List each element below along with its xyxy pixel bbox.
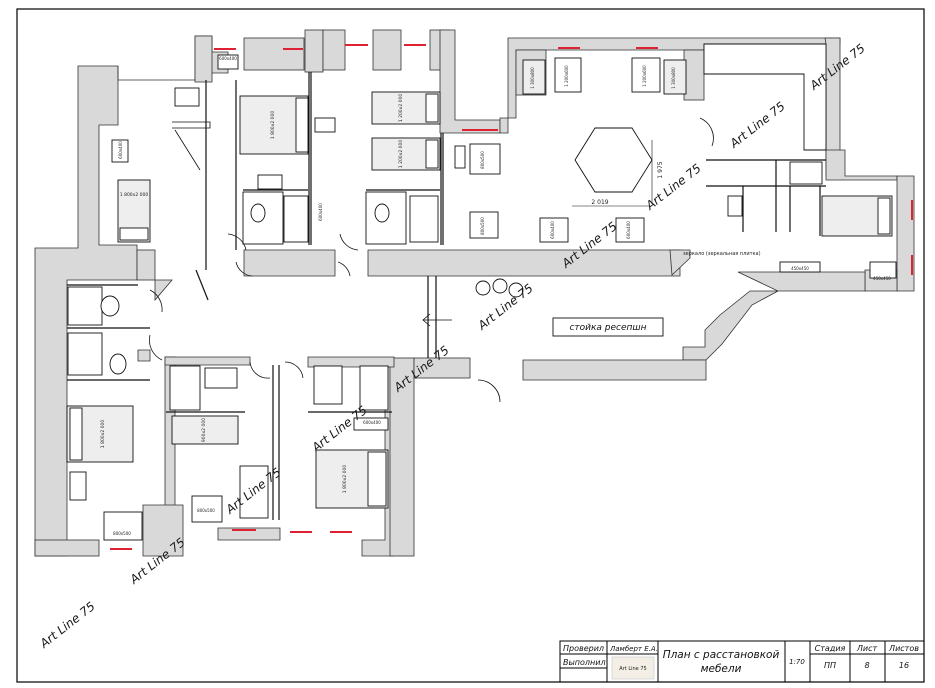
checked-label: Проверил bbox=[563, 644, 604, 653]
desk-size-label: 600x400 bbox=[626, 221, 631, 239]
desk-size-label: 800x500 bbox=[197, 508, 215, 513]
performed-label: Выполнил bbox=[563, 658, 606, 667]
desk-size-label: 600x400 bbox=[550, 221, 555, 239]
desk-size-label: 800x500 bbox=[480, 151, 485, 169]
reception-desk bbox=[552, 317, 664, 337]
author-name: Ламберт Е.А. bbox=[609, 645, 658, 653]
bed-size-label: 1 200x2 000 bbox=[398, 140, 404, 169]
desk-size-label: 800x500 bbox=[113, 531, 131, 536]
logo-text: Art Line 75 bbox=[619, 666, 646, 672]
bed-size-label: 900x2 000 bbox=[201, 418, 207, 442]
bed-size-label: 1 800x2 000 bbox=[100, 420, 106, 449]
dimension-label: 2 019 bbox=[591, 199, 608, 206]
bed bbox=[171, 415, 239, 445]
door-swings bbox=[149, 117, 714, 403]
sofa-size-label: 1 300x800 bbox=[530, 67, 535, 89]
arrow-icon bbox=[422, 313, 452, 327]
title-block bbox=[559, 640, 925, 683]
sheet-label: Лист bbox=[856, 644, 878, 653]
desk-size-label: 450x450 bbox=[791, 266, 809, 271]
watermark: Art Line 75 bbox=[37, 599, 98, 651]
reception-label: стойка ресепшн bbox=[569, 323, 646, 333]
desk-size-label: 600x400 bbox=[118, 141, 123, 159]
desk-size-label: 600x400 bbox=[318, 203, 323, 221]
watermark: Art Line 75 bbox=[727, 99, 788, 151]
drawing-title-line1: План с расстановкой bbox=[663, 649, 780, 661]
logo: Art Line 75 bbox=[611, 656, 655, 680]
walls bbox=[34, 29, 915, 557]
sofa-size-label: 1 300x800 bbox=[671, 67, 676, 89]
dimension-label: 1 975 bbox=[657, 161, 664, 178]
sheet-frame bbox=[16, 8, 925, 683]
desk-size-label: 600x400 bbox=[363, 420, 381, 425]
bed-size-label: 1 800x2 000 bbox=[270, 111, 276, 140]
furniture bbox=[66, 43, 897, 541]
sheet-value: 8 bbox=[864, 661, 869, 670]
sheets-value: 16 bbox=[899, 661, 909, 670]
panel-label: зеркало (зеркальная плитка) bbox=[683, 251, 761, 257]
sheets-label: Листов bbox=[888, 644, 919, 653]
windows bbox=[110, 44, 913, 550]
bed-size-label: 1 800x2 000 bbox=[120, 192, 149, 198]
desk-size-label: 600x400 bbox=[219, 56, 237, 61]
table-size-label: 1 200x600 bbox=[642, 65, 647, 87]
bed-size-label: 1 200x2 000 bbox=[398, 94, 404, 123]
table-size-label: 1 200x600 bbox=[564, 65, 569, 87]
scale-value: 1:70 bbox=[789, 658, 805, 666]
partitions bbox=[67, 72, 826, 520]
bed-size-label: 1 800x2 000 bbox=[342, 465, 348, 494]
drawing-title-line2: мебели bbox=[701, 663, 742, 675]
desk-size-label: 450x450 bbox=[873, 276, 891, 281]
stage-label: Стадия bbox=[815, 644, 846, 653]
stage-value: ПП bbox=[824, 661, 836, 670]
desk-size-label: 800x500 bbox=[480, 217, 485, 235]
dimension-lines bbox=[572, 140, 653, 207]
